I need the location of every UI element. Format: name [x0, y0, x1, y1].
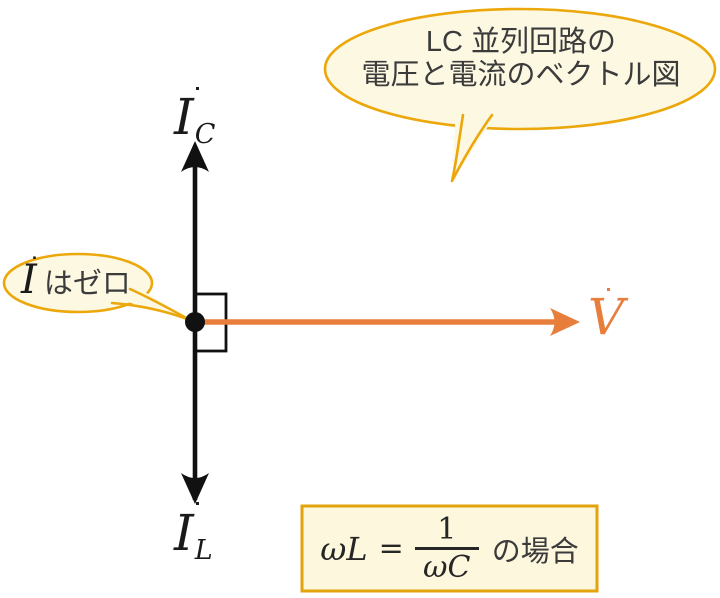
title-callout-bubble	[323, 7, 717, 131]
zero-callout-tail-fill	[100, 282, 190, 320]
ic-overdot-icon: ˙	[190, 83, 205, 118]
zero-var-symbol: I	[21, 257, 37, 303]
label-v: ˙V	[588, 287, 624, 343]
title-callout-text: LC 並列回路の 電圧と電流のベクトル図	[330, 26, 712, 92]
ic-subscript: C	[194, 119, 216, 150]
il-symbol: I	[174, 504, 194, 562]
formula-suffix: の場合	[491, 535, 579, 568]
arrowhead-down-il	[181, 473, 209, 504]
label-il: ˙IL	[174, 501, 213, 567]
origin-dot	[185, 312, 205, 332]
formula-denominator: ωC	[423, 550, 471, 585]
formula-equals: =	[378, 531, 404, 566]
fraction-bar	[414, 547, 479, 550]
zero-callout-text: ˙I はゼロ	[21, 255, 131, 303]
il-subscript: L	[194, 535, 213, 566]
il-overdot-icon: ˙	[190, 498, 205, 533]
title-line-2: 電圧と電流のベクトル図	[361, 59, 681, 91]
zero-text: はゼロ	[43, 268, 131, 300]
title-callout-tail-fill	[452, 109, 498, 182]
zero-var: ˙I	[21, 255, 41, 303]
formula-lhs: ωL	[320, 529, 368, 568]
title-line-1: LC 並列回路の	[425, 26, 617, 58]
ic-symbol: I	[174, 88, 194, 146]
zero-var-overdot-icon: ˙	[28, 253, 41, 283]
v-overdot-icon: ˙	[601, 284, 616, 319]
v-symbol: V	[588, 288, 625, 346]
label-ic: ˙IC	[174, 86, 215, 151]
formula-content: ωL = 1 ωC の場合	[302, 506, 597, 591]
formula-numerator: 1	[437, 511, 457, 547]
formula-fraction: 1 ωC	[414, 511, 479, 585]
arrowhead-right-v	[550, 308, 580, 336]
title-callout-tail-stroke	[450, 113, 494, 183]
arrowhead-up-ic	[181, 141, 209, 172]
